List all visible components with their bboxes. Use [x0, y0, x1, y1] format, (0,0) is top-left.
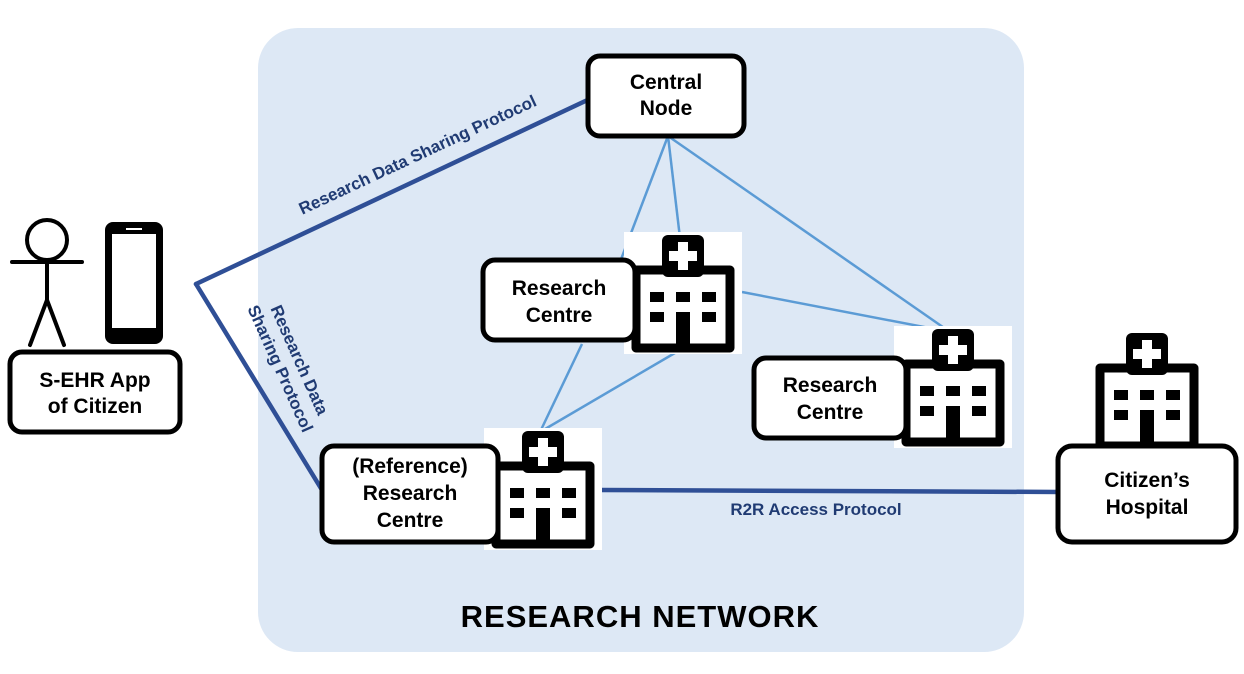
research-centre-2: Research Centre: [751, 326, 1012, 448]
hospital-icon: [1088, 330, 1206, 452]
hospital-icon: [894, 326, 1012, 448]
research-centre-1-line1: Research: [512, 277, 607, 300]
hospital-label-line1: Citizen’s: [1104, 469, 1190, 492]
hospital-icon: [484, 428, 602, 550]
hospital-label-line2: Hospital: [1106, 496, 1189, 519]
r2r-protocol-line: [597, 487, 1063, 495]
central-node-label-line2: Node: [640, 97, 693, 120]
research-centre-1: Research Centre: [480, 232, 742, 354]
network-title: RESEARCH NETWORK: [461, 599, 820, 634]
hospital-icon: [624, 232, 742, 354]
citizen-icon: [10, 218, 84, 347]
smartphone-icon: [105, 222, 163, 344]
r2r-protocol-label: R2R Access Protocol: [730, 500, 901, 519]
app-label-line1: S-EHR App: [39, 369, 150, 392]
reference-centre-line2: Research: [363, 482, 458, 505]
upper-protocol-line: [193, 93, 599, 287]
research-centre-2-line1: Research: [783, 374, 878, 397]
research-centre-1-line2: Centre: [526, 304, 593, 327]
citizens-hospital: Citizen’s Hospital: [1055, 330, 1239, 545]
central-node-label-line1: Central: [630, 71, 702, 94]
central-node-box: Central Node: [585, 53, 747, 139]
research-centre-2-line2: Centre: [797, 401, 864, 424]
reference-research-centre: (Reference) Research Centre: [319, 428, 602, 550]
app-label-line2: of Citizen: [48, 395, 143, 418]
reference-centre-line3: Centre: [377, 509, 444, 532]
lower-protocol-line: [193, 281, 325, 493]
s-ehr-app-box: S-EHR App of Citizen: [7, 349, 183, 435]
reference-centre-line1: (Reference): [352, 455, 468, 478]
protocol-connections: [193, 93, 1063, 495]
